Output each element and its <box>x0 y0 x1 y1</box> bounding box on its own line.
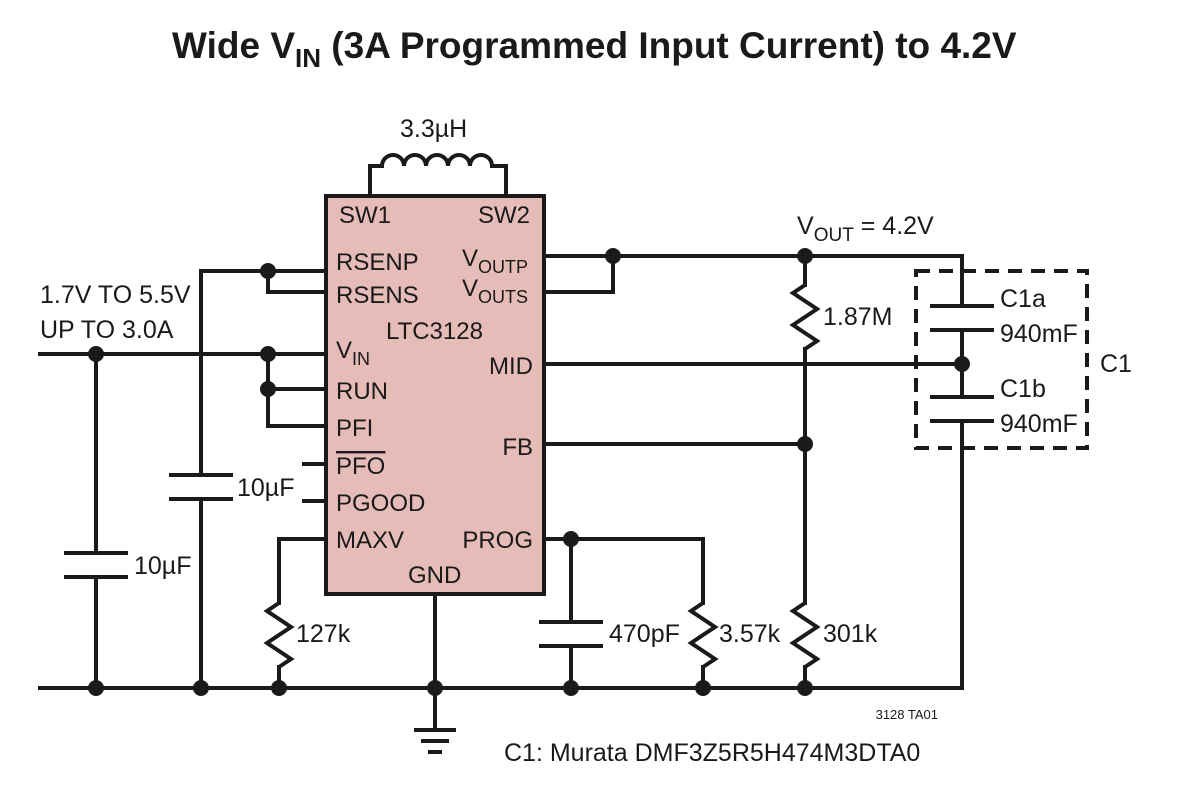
c1a-name-label: C1a <box>1000 285 1046 313</box>
pin-prog: PROG <box>462 527 533 554</box>
pin-gnd: GND <box>408 562 461 589</box>
prog-wire <box>542 537 705 690</box>
pin-pfo: PFO <box>336 453 385 480</box>
pin-sw2: SW2 <box>478 202 530 229</box>
pin-vouts: VOUTS <box>462 275 528 307</box>
pin-run: RUN <box>336 378 388 405</box>
ic-body <box>324 194 546 596</box>
c1b-name-label: C1b <box>1000 375 1046 403</box>
prog-resistor-label: 3.57k <box>719 620 781 648</box>
pin-voutp: VOUTP <box>462 245 528 277</box>
c1-group-box <box>914 269 1089 450</box>
feedback-resistor-top-label: 1.87M <box>823 303 892 331</box>
feedback-resistor-bottom-label: 301k <box>823 620 878 648</box>
rsen-wire <box>199 269 328 690</box>
pfo-pgood-stubs <box>302 462 328 503</box>
input-capacitor <box>64 551 128 579</box>
prog-capacitor-label: 470pF <box>609 620 680 648</box>
run-pfi-wire <box>266 352 328 428</box>
ic-name: LTC3128 <box>386 318 483 345</box>
input-capacitor-label: 10µF <box>134 552 191 580</box>
pin-rsens: RSENS <box>336 282 419 309</box>
vin-current-label: UP TO 3.0A <box>40 316 174 344</box>
pin-maxv: MAXV <box>336 527 404 554</box>
vout-wire <box>542 254 964 294</box>
inductor-label: 3.3µH <box>400 115 467 143</box>
pin-pgood: PGOOD <box>336 490 425 517</box>
feedback-resistor-bottom <box>789 601 821 669</box>
c1-group-label: C1 <box>1100 350 1132 378</box>
ground-icon <box>414 728 456 754</box>
pin-mid: MID <box>489 353 533 380</box>
rsen-capacitor <box>169 473 233 501</box>
junction-dots <box>88 248 970 696</box>
prog-capacitor <box>539 620 603 648</box>
fb-divider-wire <box>542 254 807 690</box>
pin-rsenp: RSENP <box>336 249 419 276</box>
pin-sw1: SW1 <box>339 202 391 229</box>
figure-code: 3128 TA01 <box>876 707 938 722</box>
c1b-value-label: 940mF <box>1000 410 1078 438</box>
c1a-capacitor <box>930 304 994 332</box>
maxv-resistor <box>263 601 295 669</box>
feedback-resistor-top <box>789 283 821 351</box>
c1a-value-label: 940mF <box>1000 320 1078 348</box>
maxv-resistor-label: 127k <box>296 620 351 648</box>
maxv-wire <box>277 537 328 690</box>
prog-resistor <box>687 601 719 669</box>
inductor <box>368 153 508 196</box>
vin-range-label: 1.7V TO 5.5V <box>40 281 191 309</box>
pin-pfi: PFI <box>336 415 373 442</box>
vout-label: VOUT = 4.2V <box>797 212 934 246</box>
footnote: C1: Murata DMF3Z5R5H474M3DTA0 <box>504 739 920 767</box>
rsen-capacitor-label: 10µF <box>237 474 294 502</box>
pin-fb: FB <box>502 434 533 461</box>
diagram-title: Wide VIN (3A Programmed Input Current) t… <box>172 25 1017 73</box>
c1b-capacitor <box>930 395 994 423</box>
pin-vin: VIN <box>336 337 370 369</box>
